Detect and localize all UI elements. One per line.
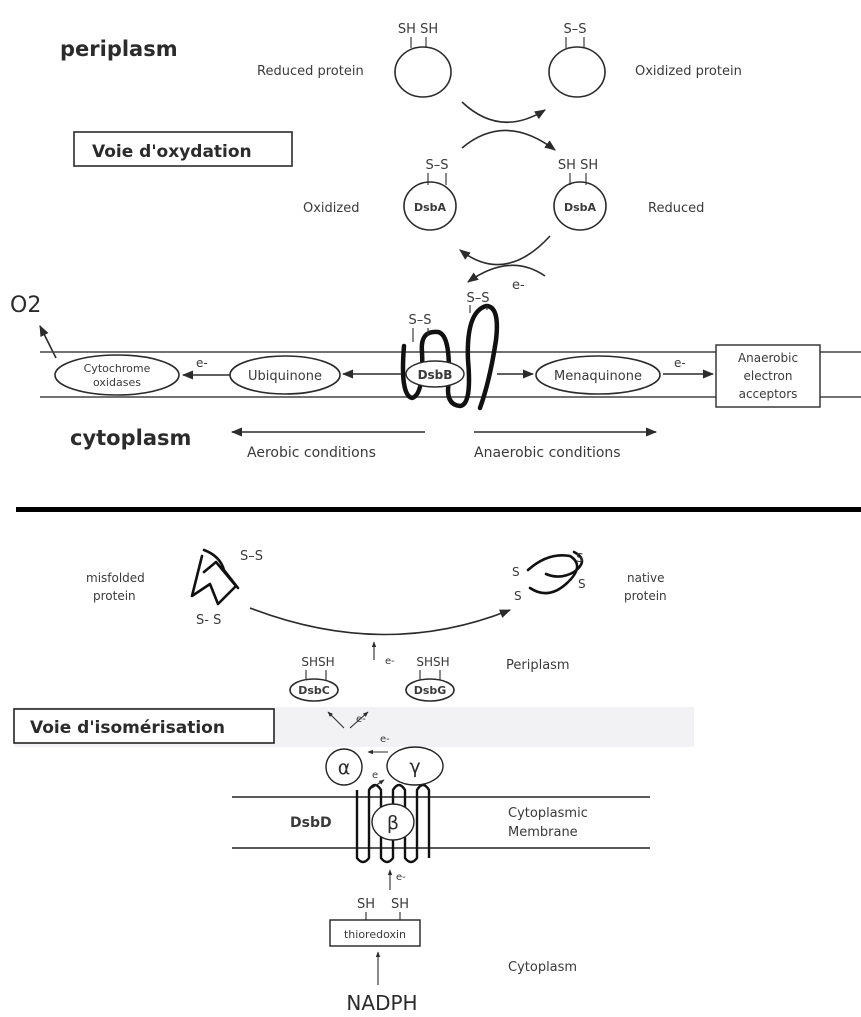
electron-to-dsbg-arrow <box>349 711 369 729</box>
membrane-label-line1: Cytoplasmic <box>508 806 588 821</box>
gamma-symbol: γ <box>409 756 420 778</box>
native-label-line2: protein <box>624 589 667 603</box>
dsbb-name: DsbB <box>418 368 453 382</box>
dsba-reoxidation-arrow <box>459 235 551 266</box>
o2-arrow <box>39 324 57 359</box>
thioredoxin-thiol-left: SH <box>357 897 375 912</box>
misfolded-protein-shape <box>190 554 238 606</box>
dsbc-name: DsbC <box>298 684 330 697</box>
beta-to-gamma-arrow <box>371 779 385 789</box>
oxidation-panel: periplasm SH SH Reduced protein S–S Oxid… <box>10 22 861 461</box>
acceptors-label-line1: Anaerobic <box>738 351 798 365</box>
beta-symbol: β <box>387 812 399 834</box>
menaquinone-label: Menaquinone <box>554 369 642 384</box>
oxidized-protein-circle <box>548 46 606 98</box>
misfolded-disulfide-bottom: S- S <box>196 613 221 628</box>
dsbd-label: DsbD <box>290 815 332 831</box>
menaquinone-ellipse <box>535 355 661 395</box>
dsba-oxidized-circle <box>403 181 457 231</box>
thioredoxin-thiol-right: SH <box>391 897 409 912</box>
misfolded-label-line1: misfolded <box>86 571 145 585</box>
dsba-reduction-arrow <box>461 129 556 151</box>
native-s: S <box>578 577 586 591</box>
dsbb-label-ellipse <box>405 360 465 388</box>
anaerobic-acceptors-box <box>715 344 821 408</box>
isomerization-pathway-box <box>13 708 275 744</box>
electron-label: e- <box>196 356 208 370</box>
electron-to-dsbc-arrow <box>327 711 345 729</box>
dsbb-electron-arrow <box>467 264 546 283</box>
dsbc-ellipse <box>289 678 339 702</box>
o2-label: O2 <box>10 293 41 318</box>
reduced-protein-circle <box>394 46 452 98</box>
dsbg-thiols: SHSH <box>416 655 449 669</box>
dsbg-ellipse <box>405 678 455 702</box>
periplasm-label: periplasm <box>60 37 178 61</box>
electron-label: e- <box>512 278 525 293</box>
isomerization-arrow <box>249 607 512 636</box>
dsba-oxidized-disulfide: S–S <box>425 158 448 173</box>
native-s: S <box>514 589 522 603</box>
isomerization-panel: misfolded protein S–S S- S S S S S nativ… <box>13 548 694 1015</box>
panel-divider <box>16 507 861 512</box>
oxidation-pathway-label: Voie d'oxydation <box>92 142 252 162</box>
alpha-symbol: α <box>338 757 351 779</box>
dsbd-gamma-domain <box>386 746 444 786</box>
oxidized-protein-label: Oxidized protein <box>635 64 742 79</box>
cytochrome-label-line1: Cytochrome <box>84 362 151 375</box>
protein-oxidation-arrow <box>461 101 546 123</box>
electron-label: e- <box>385 656 395 667</box>
cytochrome-oxidases-ellipse <box>54 354 180 396</box>
oxidation-pathway-box <box>73 131 293 167</box>
nadph-label: NADPH <box>346 991 417 1015</box>
misfolded-protein-shape <box>202 548 240 590</box>
isomerization-pathway-label: Voie d'isomérisation <box>30 718 225 738</box>
dsbb-disulfide-top: S–S <box>466 291 489 306</box>
dsba-oxidized-name: DsbA <box>414 201 447 214</box>
reduced-protein-label: Reduced protein <box>257 64 364 79</box>
dsbc-thiols: SHSH <box>301 655 334 669</box>
dsbd-beta-domain <box>371 803 415 841</box>
membrane-label-line2: Membrane <box>508 825 578 840</box>
reduced-label: Reduced <box>648 201 704 216</box>
acceptors-label-line3: acceptors <box>739 387 798 401</box>
cytoplasm-label: cytoplasm <box>70 426 191 450</box>
native-protein-shape <box>526 550 584 595</box>
periplasm-label: Periplasm <box>506 658 570 673</box>
ubiquinone-label: Ubiquinone <box>248 369 322 384</box>
thioredoxin-label: thioredoxin <box>344 928 406 941</box>
native-s: S <box>576 551 584 565</box>
electron-label: e- <box>396 872 406 883</box>
native-label-line1: native <box>627 571 664 585</box>
anaerobic-label: Anaerobic conditions <box>474 445 621 461</box>
electron-label: e- <box>380 734 390 745</box>
dsba-reduced-name: DsbA <box>564 201 597 214</box>
oxidized-protein-disulfide: S–S <box>563 22 586 37</box>
oxidized-label: Oxidized <box>303 201 359 216</box>
native-s: S <box>512 565 520 579</box>
dsbb-disulfide-left: S–S <box>408 313 431 328</box>
electron-label: e- <box>674 356 686 370</box>
misfolded-disulfide-top: S–S <box>240 549 263 564</box>
dsbd-alpha-domain <box>325 748 363 786</box>
cytochrome-label-line2: oxidases <box>93 376 141 389</box>
misfolded-label-line2: protein <box>93 589 136 603</box>
dsba-reduced-thiols: SH SH <box>558 158 598 173</box>
thioredoxin-box <box>329 919 421 947</box>
dsba-reduced-circle <box>553 181 607 231</box>
electron-label: e <box>372 770 378 781</box>
cytoplasm-label: Cytoplasm <box>508 960 577 975</box>
electron-label: e- <box>356 714 366 725</box>
aerobic-label: Aerobic conditions <box>247 445 376 461</box>
dsbg-name: DsbG <box>414 684 447 697</box>
reduced-protein-thiols: SH SH <box>398 22 438 37</box>
acceptors-label-line2: electron <box>743 369 792 383</box>
